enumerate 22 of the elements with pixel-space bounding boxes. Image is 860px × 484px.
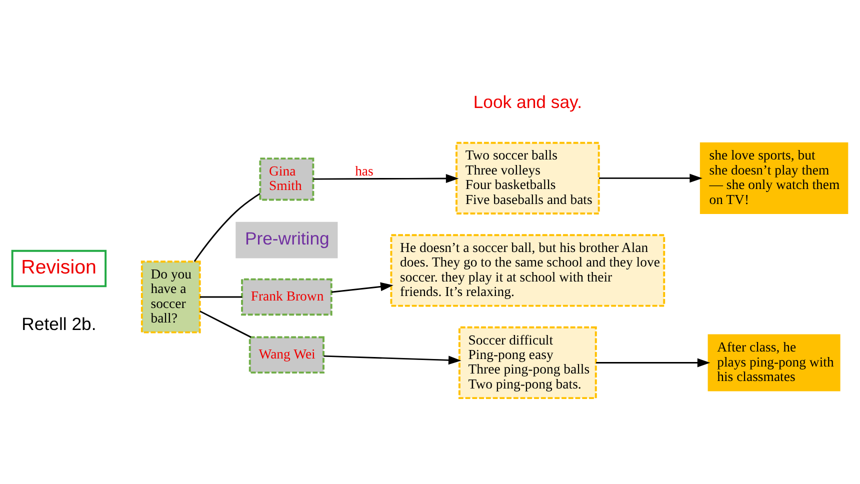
- connector: [194, 192, 260, 262]
- arrow: [313, 174, 459, 183]
- arrow: [324, 355, 462, 365]
- node-box: Wang Wei: [248, 336, 324, 374]
- edge-label: has: [355, 163, 374, 178]
- arrow: [331, 282, 394, 293]
- node-box: He doesn’t a soccer ball, but his brother Alan does. They go to the same school and they love soccer. they play it at school with their friends. It’s relaxing.: [390, 234, 666, 307]
- connector: [200, 310, 252, 338]
- node-box: Frank Brown: [241, 278, 332, 316]
- node-box: After class, he plays ping-pong with his classmates: [708, 334, 840, 392]
- node-box: Gina Smith: [259, 158, 314, 201]
- arrow: [596, 358, 710, 368]
- label: Look and say.: [473, 92, 582, 112]
- arrow: [599, 174, 702, 183]
- node-box: Do you have a soccer ball?: [140, 260, 201, 334]
- node-box: Revision: [11, 250, 107, 288]
- label: Retell 2b.: [22, 314, 96, 334]
- node-box: Pre-writing: [236, 222, 338, 258]
- node-box: Two soccer balls Three volleys Four basketballs Five baseballs and bats: [456, 142, 600, 215]
- node-box: she love sports, but she doesn’t play them — she only watch them on TV!: [700, 142, 848, 214]
- connector: [200, 296, 242, 298]
- node-box: Soccer difficult Ping-pong easy Three ping-pong balls Two ping-pong bats.: [458, 326, 597, 400]
